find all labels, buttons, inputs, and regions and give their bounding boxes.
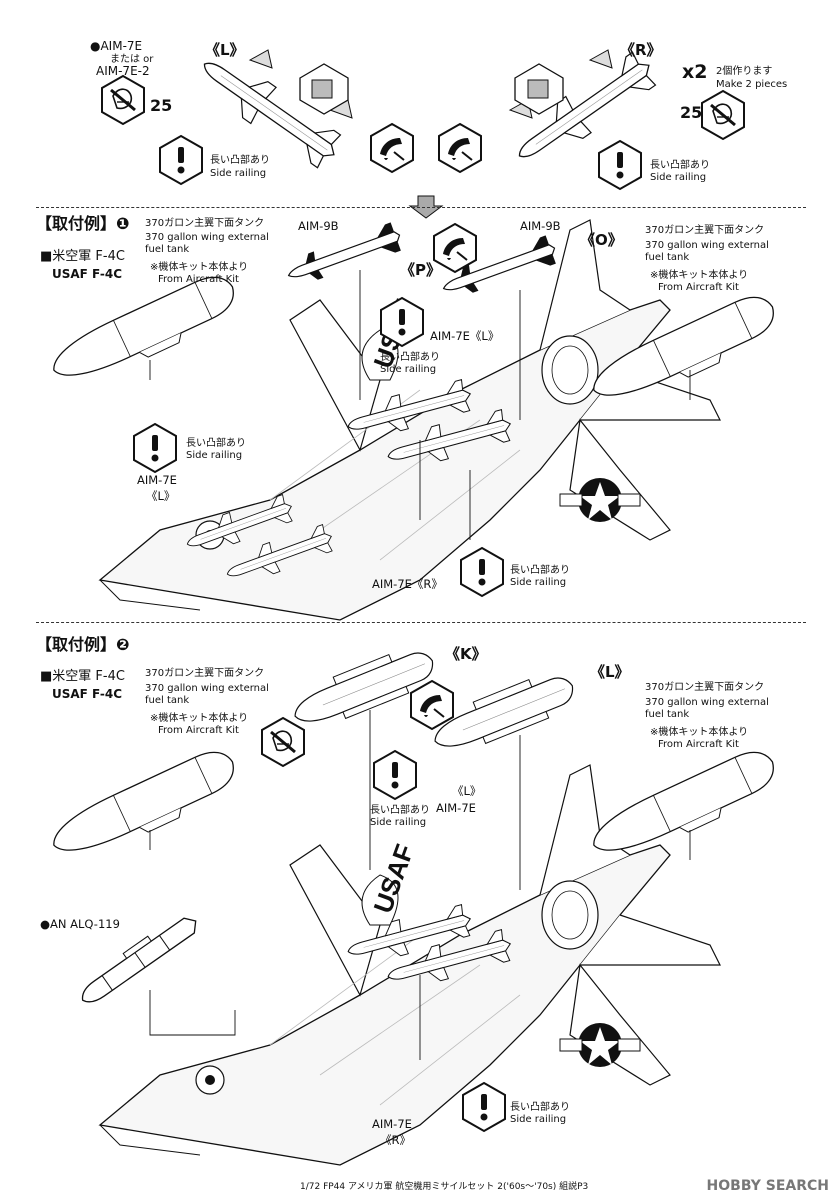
aim7e-label: AIM-7E <box>372 1117 412 1131</box>
paint-number-right: 25 <box>680 103 703 122</box>
section-divider <box>36 207 806 208</box>
fuel-tank-en: 370 gallon wing external fuel tank <box>145 232 269 255</box>
part-label-left: 《L》 <box>205 41 245 59</box>
caution-en: Side railing <box>510 577 567 588</box>
caution-jp: 長い凸部あり <box>510 1102 570 1113</box>
fuel-tank-jp: 370ガロン主翼下面タンク <box>645 225 765 236</box>
aim7e-l-mark: 《L》 <box>146 489 176 503</box>
fuel-tank-en: 370 gallon wing external fuel tank <box>145 683 269 706</box>
part-label-l: 《L》 <box>590 663 630 681</box>
caution-jp: 長い凸部あり <box>380 352 440 363</box>
or-text: または or <box>110 54 154 65</box>
kit-note-en: From Aircraft Kit <box>658 282 739 293</box>
kit-note-en: From Aircraft Kit <box>158 274 239 285</box>
make-count-jp: 2個作ります <box>716 66 773 77</box>
caution-en: Side railing <box>210 168 267 179</box>
paint-number-left: 25 <box>150 96 173 115</box>
kit-note-jp: ※機体キット本体より <box>150 262 249 273</box>
part-label-o: 《O》 <box>580 231 623 249</box>
caution-en: Side railing <box>650 172 707 183</box>
aircraft-label-jp: ■米空軍 F-4C <box>40 669 125 684</box>
fuel-tank-jp: 370ガロン主翼下面タンク <box>145 668 265 679</box>
missile-name-aim7e2: AIM-7E-2 <box>96 64 150 78</box>
caution-en: Side railing <box>510 1114 567 1125</box>
example-title: 【取付例】❷ <box>36 635 130 654</box>
caution-jp: 長い凸部あり <box>210 155 270 166</box>
make-count-en: Make 2 pieces <box>716 79 788 90</box>
aircraft-label-en: USAF F-4C <box>52 267 123 281</box>
aim7e-label: AIM-7E <box>436 801 476 815</box>
kit-note-jp: ※機体キット本体より <box>650 727 749 738</box>
aim9b-label: AIM-9B <box>298 219 339 233</box>
caution-jp: 長い凸部あり <box>186 438 246 449</box>
caution-en: Side railing <box>370 817 427 828</box>
watermark-brand: HOBBY SEARCH <box>706 1178 829 1194</box>
aim7e-label: AIM-7E <box>137 473 177 487</box>
part-label-p: 《P》 <box>400 261 441 279</box>
fuel-tank-jp: 370ガロン主翼下面タンク <box>645 682 765 693</box>
part-label-right: 《R》 <box>620 41 662 59</box>
missile-name-aim7e: ●AIM-7E <box>90 39 143 53</box>
section-divider <box>36 622 806 623</box>
aim7e-r-label: AIM-7E《R》 <box>372 577 443 591</box>
aim7e-r-mark: 《R》 <box>380 1133 411 1147</box>
aircraft-label-jp: ■米空軍 F-4C <box>40 249 125 264</box>
quantity-label: x2 <box>682 61 708 83</box>
caution-en: Side railing <box>186 450 243 461</box>
page-footer: 1/72 FP44 アメリカ軍 航空機用ミサイルセット 2('60s～'70s)… <box>300 1182 589 1192</box>
kit-note-jp: ※機体キット本体より <box>650 270 749 281</box>
caution-jp: 長い凸部あり <box>370 805 430 816</box>
kit-note-jp: ※機体キット本体より <box>150 713 249 724</box>
aim7e-l-mark: 《L》 <box>452 784 482 798</box>
caution-en: Side railing <box>380 364 437 375</box>
aim7e-l-label: AIM-7E《L》 <box>430 329 500 343</box>
caution-jp: 長い凸部あり <box>510 565 570 576</box>
caution-jp: 長い凸部あり <box>650 160 710 171</box>
kit-note-en: From Aircraft Kit <box>658 739 739 750</box>
fuel-tank-jp: 370ガロン主翼下面タンク <box>145 218 265 229</box>
fuel-tank-en: 370 gallon wing external fuel tank <box>645 697 769 720</box>
kit-note-en: From Aircraft Kit <box>158 725 239 736</box>
part-label-k: 《K》 <box>445 645 487 663</box>
fuel-tank-en: 370 gallon wing external fuel tank <box>645 240 769 263</box>
aircraft-label-en: USAF F-4C <box>52 687 123 701</box>
aim9b-label: AIM-9B <box>520 219 561 233</box>
example-title: 【取付例】❶ <box>36 214 130 233</box>
alq-pod-label: ●AN ALQ-119 <box>40 917 120 931</box>
